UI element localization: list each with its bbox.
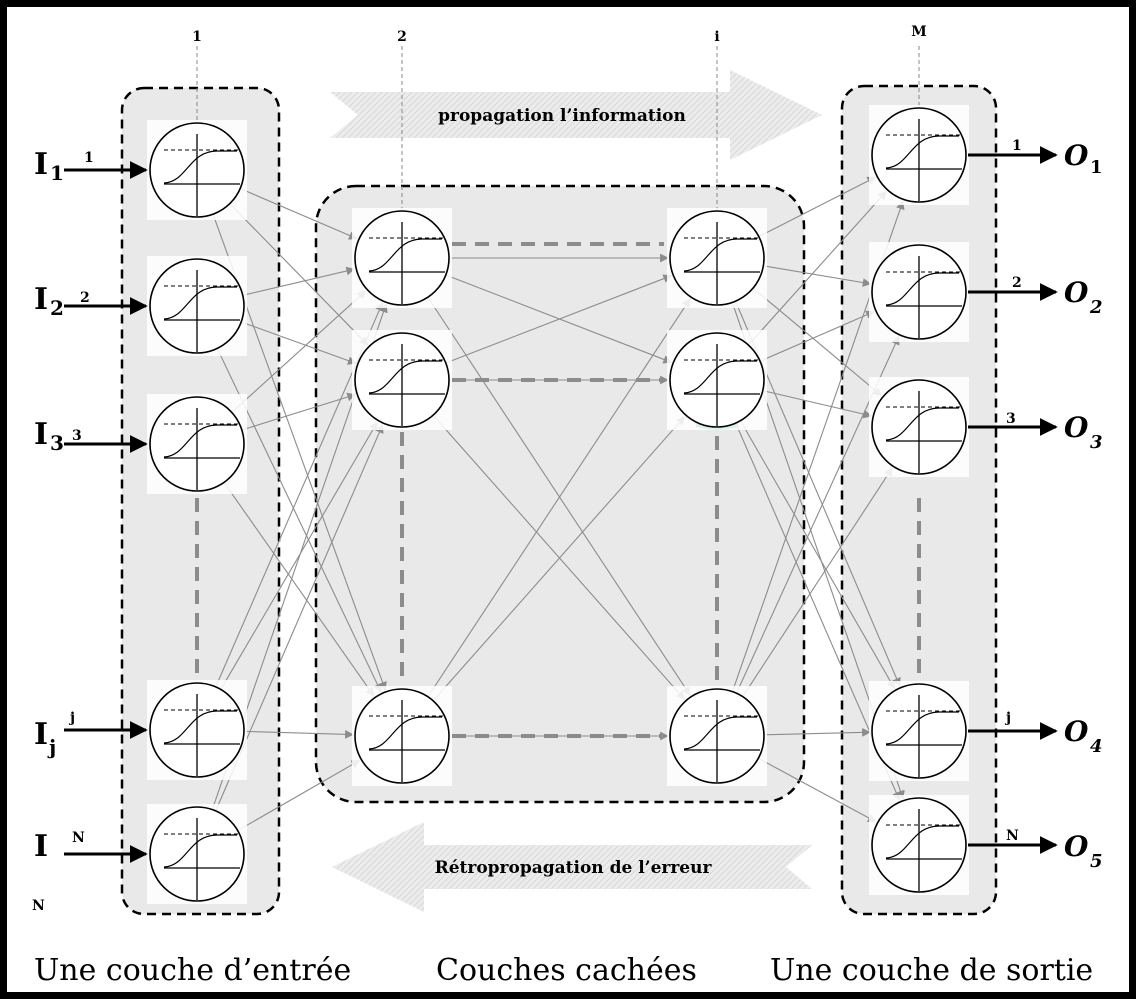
input-sub-2: 2	[50, 296, 64, 320]
connection-line	[432, 416, 686, 702]
output-main-4: O	[1064, 715, 1089, 748]
backward-propagation-arrow	[332, 822, 812, 912]
output-sub-1: 1	[1090, 157, 1103, 178]
layer-index-i: i	[714, 29, 719, 45]
output-sub-5: 5	[1090, 851, 1103, 872]
input-sub-3: 3	[50, 431, 64, 455]
connection-line	[445, 274, 673, 364]
output-sub-2: 2	[1089, 297, 1103, 318]
connection-line	[241, 321, 357, 365]
output-sub-4: 4	[1090, 736, 1103, 757]
input-sub-1: 1	[50, 161, 64, 185]
forward-arrow-label: propagation l’information	[438, 106, 686, 126]
connection-line	[762, 390, 873, 419]
caption-hidden-layers: Couches cachées	[436, 953, 697, 988]
neurons	[147, 105, 969, 904]
input-neuron	[147, 256, 247, 356]
input-index-j: j	[68, 710, 75, 726]
connection-line	[239, 188, 358, 240]
backward-arrow-label: Rétropropagation de l’erreur	[435, 858, 713, 878]
hidden-neuron	[667, 686, 767, 786]
input-index-n: N	[72, 830, 85, 846]
connection-line	[758, 176, 877, 238]
connection-line	[742, 467, 893, 697]
input-index-1: 1	[84, 150, 94, 166]
output-main-1: O	[1064, 139, 1089, 172]
output-index-1: 1	[1012, 138, 1022, 154]
output-neuron	[869, 105, 969, 205]
connection-line	[758, 757, 877, 823]
output-neuron	[869, 242, 969, 342]
hidden-neuron	[352, 208, 452, 308]
connection-line	[243, 729, 354, 739]
connection-line	[242, 266, 356, 296]
hidden-neuron	[352, 686, 452, 786]
output-index-5: N	[1006, 828, 1019, 844]
output-neuron	[869, 681, 969, 781]
input-labels: I 1 1 I 2 2 I 3 3 I j j I N N	[32, 147, 94, 914]
input-neuron	[147, 680, 247, 780]
input-main-1: I	[34, 147, 48, 182]
input-sub-j: j	[47, 735, 56, 759]
connection-line	[759, 310, 875, 362]
input-sub-n: N	[32, 898, 45, 914]
input-index-2: 2	[80, 290, 90, 306]
layer-index-2: 2	[397, 29, 407, 45]
connection-line	[231, 290, 367, 413]
output-main-3: O	[1064, 411, 1089, 444]
connection-line	[752, 287, 883, 397]
connection-line	[445, 274, 673, 364]
input-arrows	[64, 161, 148, 863]
output-main-5: O	[1064, 830, 1089, 863]
input-main-j: I	[34, 717, 48, 752]
output-sub-3: 3	[1090, 432, 1103, 453]
output-labels: 1 O 1 2 O 2 3 O 3 j O 4 N O 5	[1004, 138, 1103, 872]
caption-output-layer: Une couche de sortie	[770, 953, 1093, 988]
connection-line	[237, 759, 361, 832]
connection-line	[763, 728, 871, 737]
input-main-n: I	[34, 829, 48, 864]
hidden-neuron	[667, 208, 767, 308]
input-index-3: 3	[72, 428, 82, 444]
input-neuron	[147, 394, 247, 494]
output-arrows	[968, 146, 1058, 854]
output-index-2: 2	[1012, 275, 1022, 291]
caption-input-layer: Une couche d’entrée	[34, 953, 351, 988]
connection-line	[241, 392, 357, 431]
hidden-neuron	[352, 330, 452, 430]
input-neuron	[147, 120, 247, 220]
output-neuron	[869, 795, 969, 895]
layer-index-1: 1	[192, 29, 202, 45]
output-index-4: j	[1004, 710, 1011, 726]
connection-line	[427, 296, 691, 696]
connection-line	[763, 265, 872, 287]
connection-line	[432, 414, 686, 700]
input-main-2: I	[34, 282, 48, 317]
connection-line	[747, 190, 887, 346]
connection-line	[739, 420, 896, 690]
input-main-3: I	[34, 417, 48, 452]
output-index-3: 3	[1006, 411, 1016, 427]
hidden-neuron	[667, 330, 767, 430]
output-main-2: O	[1064, 276, 1089, 309]
layer-index-m: M	[911, 24, 927, 40]
connection-line	[229, 203, 369, 346]
connection-line	[427, 298, 691, 698]
connection-line	[223, 482, 375, 697]
input-neuron	[147, 804, 247, 904]
output-neuron	[869, 377, 969, 477]
forward-propagation-arrow	[330, 70, 822, 160]
